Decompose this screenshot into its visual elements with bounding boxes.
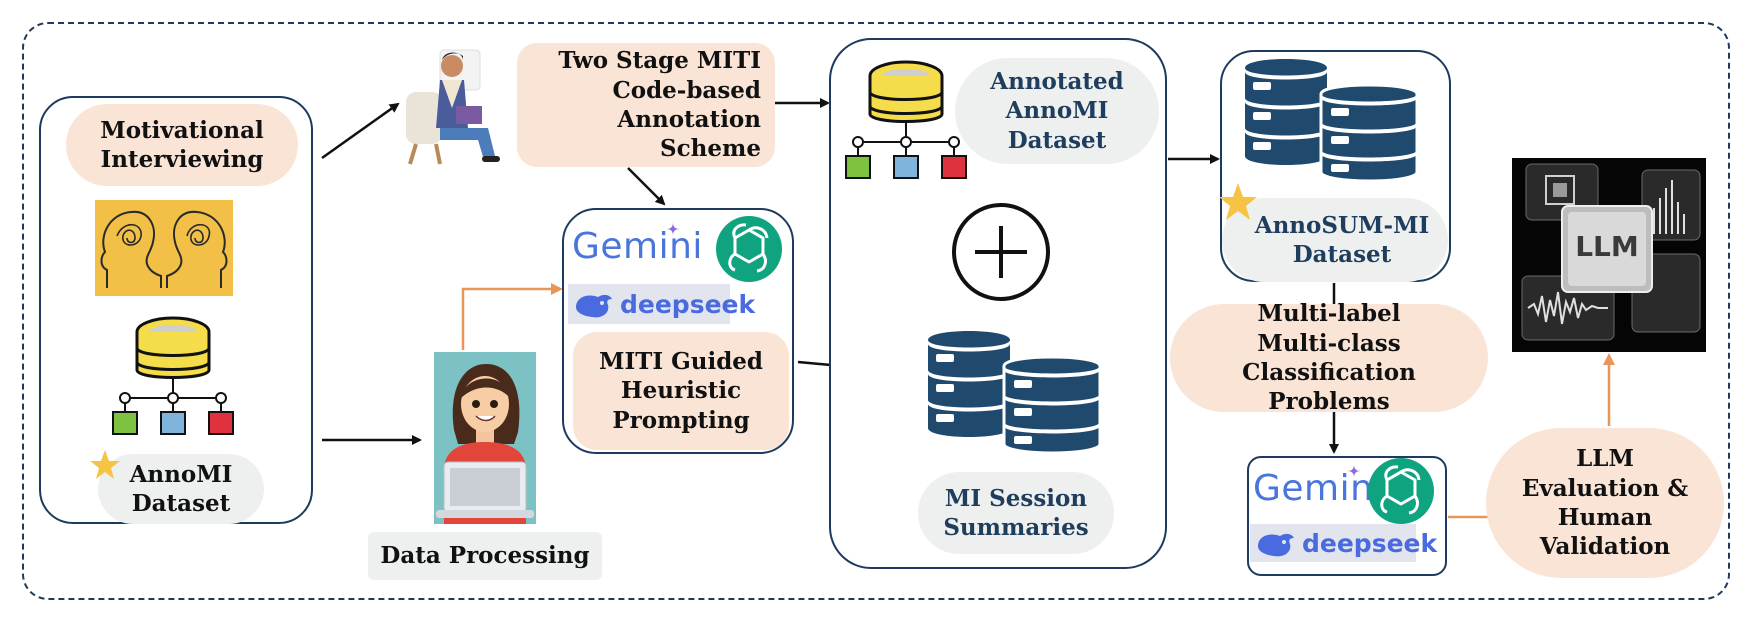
deepseek-logo: deepseek [568, 284, 755, 324]
annotation-scheme-label: Two Stage MITI Code-based Annotation Sch… [517, 43, 775, 167]
star-icon [90, 450, 120, 479]
gemini-sparkle-icon [1347, 464, 1361, 478]
annosum-dataset-label: AnnoSUM-MI Dataset [1222, 198, 1448, 282]
deepseek-logo-text: deepseek [620, 289, 756, 319]
gemini-logo: Gemini [572, 226, 703, 267]
annotated-database-icon [845, 60, 967, 179]
data-processing-label: Data Processing [368, 532, 602, 580]
whale-icon [576, 294, 612, 318]
motivational-interviewing-label: Motivational Interviewing [66, 104, 298, 186]
whale-icon [1258, 533, 1294, 557]
gemini-logo-text: Gemini [1253, 468, 1384, 509]
data-processing-person-illustration [434, 352, 536, 524]
llm-graphic [1521, 163, 1701, 341]
openai-logo-icon [716, 216, 782, 282]
two-heads-illustration [95, 200, 233, 296]
summaries-database-icon [928, 331, 1102, 455]
gemini-logo: Gemini [1253, 468, 1384, 509]
annomi-dataset-label: AnnoMI Dataset [98, 454, 264, 524]
gemini-sparkle-icon [666, 222, 680, 236]
gemini-logo-text: Gemini [572, 226, 703, 267]
star-icon [1219, 183, 1257, 220]
evaluation-label: LLM Evaluation & Human Validation [1486, 428, 1724, 578]
deepseek-logo: deepseek [1250, 524, 1437, 562]
arrow-left-to-annotation [321, 102, 400, 160]
arrow-annotation-to-models [627, 167, 666, 206]
deepseek-logo-text: deepseek [1302, 528, 1438, 558]
outer-dashed-frame [22, 22, 1730, 600]
annotator-person-illustration [406, 49, 500, 165]
session-summaries-label: MI Session Summaries [918, 472, 1114, 554]
classification-label: Multi-label Multi-class Classification P… [1170, 300, 1488, 415]
llm-illustration: LLM [1512, 158, 1706, 352]
arrow-data-to-models [461, 283, 563, 350]
llm-text: LLM [1575, 230, 1639, 263]
miti-prompting-label: MITI Guided Heuristic Prompting [573, 332, 789, 450]
annosum-database-icon [1245, 59, 1419, 183]
plus-combine-icon [952, 203, 1050, 301]
annomi-database-icon [112, 316, 234, 435]
openai-logo-icon [1368, 458, 1434, 524]
annotated-dataset-label: Annotated AnnoMI Dataset [955, 58, 1159, 164]
